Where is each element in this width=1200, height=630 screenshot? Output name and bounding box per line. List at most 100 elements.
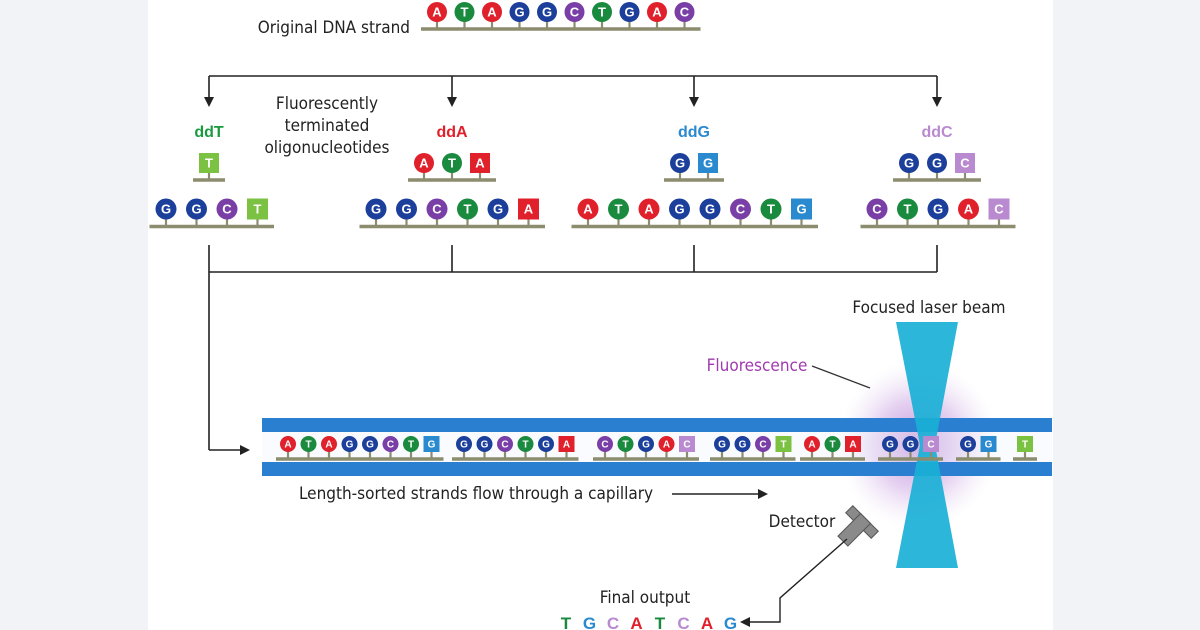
laser-beam-label: Focused laser beam bbox=[852, 298, 1005, 318]
base-A bbox=[321, 436, 337, 452]
base-letter: C bbox=[680, 5, 690, 20]
base-letter: G bbox=[346, 440, 354, 451]
capillary-strand-8: T bbox=[1013, 436, 1037, 461]
base-G bbox=[341, 436, 358, 452]
terminator-label-ddT: ddT bbox=[194, 124, 224, 141]
base-C bbox=[674, 2, 695, 22]
base-letter: T bbox=[205, 156, 213, 171]
base-A bbox=[638, 198, 660, 220]
base-letter: T bbox=[780, 440, 786, 451]
base-letter: C bbox=[432, 202, 442, 217]
base-A bbox=[658, 436, 675, 452]
base-letter: G bbox=[460, 440, 468, 451]
base-G bbox=[396, 198, 417, 220]
base-G bbox=[960, 436, 976, 452]
base-letter: A bbox=[644, 202, 654, 217]
base-G bbox=[362, 436, 378, 452]
base-letter: A bbox=[583, 202, 593, 217]
base-letter: G bbox=[964, 440, 972, 451]
base-letter: C bbox=[387, 440, 394, 451]
detector-label: Detector bbox=[769, 512, 836, 532]
base-letter: C bbox=[601, 440, 608, 451]
base-letter: C bbox=[872, 202, 882, 217]
final-output-base-A: A bbox=[701, 614, 713, 630]
base-G bbox=[509, 2, 530, 22]
base-C bbox=[730, 198, 751, 220]
base-letter: C bbox=[960, 156, 970, 171]
base-letter: G bbox=[705, 202, 715, 217]
original-strand-label: Original DNA strand bbox=[258, 18, 410, 38]
base-T bbox=[454, 2, 475, 22]
flow-label: Length-sorted strands flow through a cap… bbox=[299, 484, 653, 504]
base-letter: C bbox=[222, 202, 232, 217]
base-G bbox=[155, 198, 177, 220]
terminator-base-C bbox=[679, 436, 695, 452]
base-letter: T bbox=[464, 202, 472, 217]
base-T bbox=[760, 198, 782, 220]
base-C bbox=[216, 198, 238, 220]
base-letter: A bbox=[432, 5, 442, 20]
fluorescence-label: Fluorescence bbox=[707, 356, 808, 376]
terminator-base-A bbox=[558, 436, 575, 452]
fluor-oligo-label-3: oligonucleotides bbox=[264, 138, 389, 158]
base-letter: G bbox=[796, 202, 806, 217]
base-letter: G bbox=[907, 440, 915, 451]
base-T bbox=[442, 153, 462, 173]
detector-output-line bbox=[740, 538, 848, 627]
final-output-base-C: C bbox=[607, 614, 619, 630]
base-G bbox=[638, 436, 654, 452]
final-output-base-A: A bbox=[630, 614, 642, 630]
terminator-base-C bbox=[955, 153, 975, 173]
base-G bbox=[670, 153, 690, 173]
base-A bbox=[804, 436, 820, 452]
base-letter: G bbox=[904, 156, 914, 171]
base-G bbox=[902, 436, 919, 452]
detector bbox=[837, 505, 879, 547]
final-output-base-T: T bbox=[655, 614, 666, 630]
base-letter: G bbox=[624, 5, 634, 20]
base-T bbox=[592, 2, 612, 22]
base-letter: T bbox=[305, 440, 311, 451]
final-output-base-T: T bbox=[561, 614, 572, 630]
terminator-base-T bbox=[199, 153, 219, 173]
base-letter: T bbox=[408, 440, 414, 451]
base-letter: C bbox=[759, 440, 766, 451]
terminator-base-C bbox=[988, 198, 1010, 220]
base-G bbox=[538, 436, 554, 452]
base-letter: G bbox=[674, 202, 684, 217]
terminator-base-A bbox=[518, 198, 539, 220]
terminator-base-A bbox=[845, 436, 861, 452]
base-letter: A bbox=[652, 5, 662, 20]
terminator-base-G bbox=[980, 436, 997, 452]
terminator-base-A bbox=[470, 153, 490, 173]
final-output-base-C: C bbox=[677, 614, 689, 630]
base-letter: T bbox=[767, 202, 775, 217]
base-G bbox=[734, 436, 751, 452]
fluorescence-pointer bbox=[811, 365, 871, 389]
base-letter: A bbox=[475, 156, 485, 171]
base-C bbox=[866, 198, 888, 220]
base-letter: G bbox=[371, 202, 381, 217]
base-letter: G bbox=[703, 156, 713, 171]
terminator-label-ddC: ddC bbox=[921, 124, 953, 141]
base-letter: G bbox=[642, 440, 650, 451]
base-T bbox=[824, 436, 841, 452]
base-letter: A bbox=[849, 440, 856, 451]
terminator-base-T bbox=[1017, 436, 1033, 452]
base-letter: A bbox=[964, 202, 974, 217]
final-output-label: Final output bbox=[600, 588, 690, 608]
base-letter: G bbox=[161, 202, 171, 217]
base-letter: A bbox=[419, 156, 429, 171]
base-letter: T bbox=[622, 440, 628, 451]
